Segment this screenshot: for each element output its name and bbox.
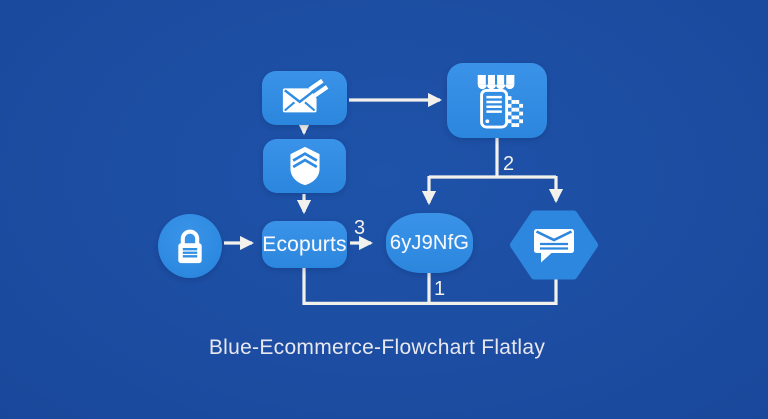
- edge-label-2: 2: [503, 153, 515, 175]
- edge-bottom-bus: [302, 268, 558, 305]
- node-chat: [508, 209, 600, 281]
- node-process: 6yJ9NfG: [386, 213, 473, 273]
- node-package: [263, 139, 346, 193]
- diagram-caption: Blue-Ecommerce-Flowchart Flatlay: [208, 336, 546, 359]
- node-store: [447, 63, 547, 138]
- node-email: [262, 71, 347, 125]
- process-label: 6yJ9NfG: [389, 231, 470, 254]
- node-lock: [158, 214, 222, 278]
- envelope-pencil-icon: [282, 78, 329, 113]
- node-ecopurts: Ecopurts: [262, 221, 347, 268]
- lock-icon: [178, 229, 202, 264]
- qr-pixels: [507, 95, 524, 127]
- edge-label-3: 3: [354, 217, 366, 239]
- package-layers-icon: [289, 146, 320, 186]
- chat-bubble-icon: [534, 229, 574, 263]
- ecopurts-label: Ecopurts: [262, 232, 347, 256]
- edge-label-1: 1: [434, 278, 446, 300]
- storefront-phone-icon: [477, 74, 524, 128]
